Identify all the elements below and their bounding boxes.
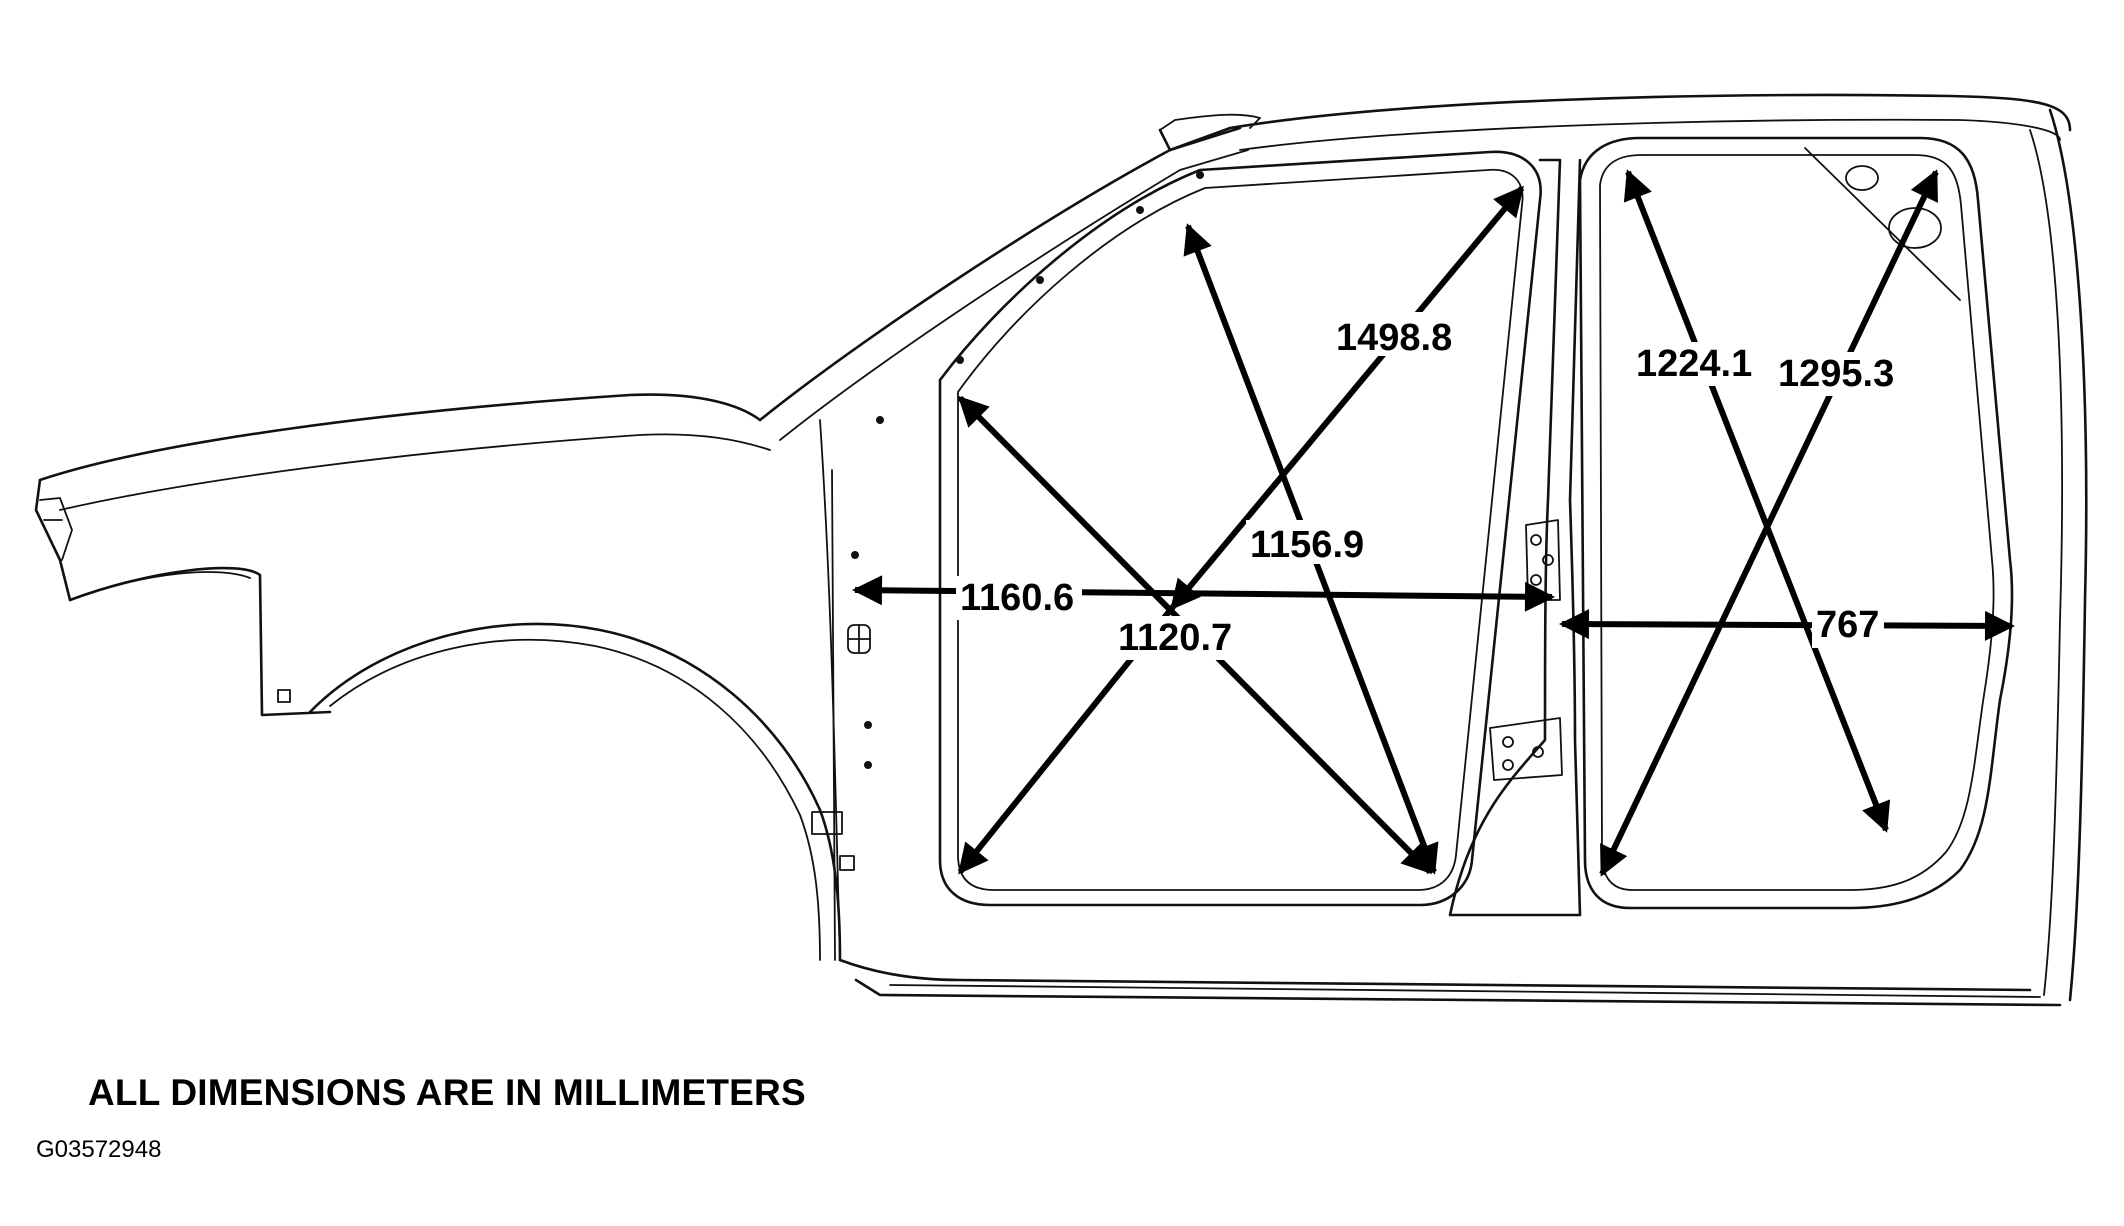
dimension-labels: 1498.8 1156.9 1160.6 1120.7 1224.1 1295.…: [956, 312, 1900, 660]
body-fastener-1: [876, 416, 884, 424]
dimension-arrows: [852, 169, 2015, 877]
fender-marker-square: [277, 689, 291, 703]
dimension-label-1156-9: 1156.9: [1250, 524, 1364, 566]
body-fastener-5: [1196, 171, 1204, 179]
front-door-opening-outer: [938, 150, 1542, 907]
b-pillar-striker-plate: [1525, 519, 1561, 601]
striker-bolt-1: [1530, 534, 1542, 546]
body-fastener-8: [864, 761, 872, 769]
rear-door-opening-inner: [1599, 154, 1995, 891]
label-bg-1224-1: [1632, 342, 1758, 386]
rear-quarter-glass-corner: [1804, 147, 1961, 301]
b-pillar-hinge-plate: [1489, 717, 1563, 781]
units-note: ALL DIMENSIONS ARE IN MILLIMETERS: [88, 1072, 806, 1113]
body-fastener-6: [851, 551, 859, 559]
wheel-arch-inner: [329, 638, 821, 961]
fender-headlamp-area: [39, 497, 73, 561]
rocker-front-marker: [839, 855, 855, 871]
rocker-panel-seam: [889, 984, 2041, 998]
dimension-label-1295-3: 1295.3: [1778, 353, 1894, 395]
rocker-panel-top: [838, 958, 2032, 992]
rocker-panel-bottom: [854, 978, 2062, 1007]
vehicle-body-side-outline: [34, 93, 2088, 1007]
roof-rail-inner: [1239, 118, 2061, 151]
rocker-front-bracket: [811, 811, 843, 835]
arrow-1295-3: [1599, 169, 1939, 877]
arrow-767: [1559, 609, 2015, 641]
fender-lower-line: [68, 566, 332, 717]
body-fastener-4: [1136, 206, 1144, 214]
hinge-bolt-3: [1502, 759, 1514, 771]
label-bg-1295-3: [1774, 352, 1900, 396]
label-bg-1160-6: [956, 576, 1082, 620]
wheel-arch-outer: [308, 622, 842, 962]
body-fastener-2: [956, 356, 964, 364]
body-fastener-3: [1036, 276, 1044, 284]
striker-bolt-3: [1530, 574, 1542, 586]
hinge-pillar-edge: [831, 469, 836, 961]
label-bg-1156-9: [1246, 520, 1372, 564]
hinge-bolt-1: [1502, 736, 1514, 748]
fender-rear-edge: [819, 419, 841, 961]
front-door-opening-inner: [957, 168, 1524, 891]
fender-crease-line: [59, 433, 771, 511]
label-bg-1498-8: [1330, 312, 1456, 356]
fender-top-line: [38, 393, 762, 482]
dimension-label-1498-8: 1498.8: [1336, 317, 1452, 359]
rear-door-opening-outer: [1578, 136, 2014, 910]
fender-inner-line: [81, 571, 251, 597]
dimension-label-767: 767: [1816, 604, 1879, 646]
cowl-access-cross: [847, 624, 871, 654]
a-pillar-outer: [758, 126, 1242, 422]
dimension-label-1160-6: 1160.6: [960, 577, 1074, 619]
roof-rail-outer: [1158, 93, 2072, 152]
body-fastener-7: [864, 721, 872, 729]
fuel-door-ring: [1845, 165, 1879, 191]
hinge-bolt-2: [1532, 746, 1544, 758]
dimension-label-1120-7: 1120.7: [1118, 617, 1232, 659]
rear-pillar-outer: [2048, 108, 2088, 1002]
label-bg-1120-7: [1114, 616, 1240, 660]
figure-id: G03572948: [36, 1136, 162, 1163]
label-bg-767: [1812, 604, 1884, 648]
fender-front-edge: [34, 478, 72, 602]
rear-pillar-inner: [2029, 129, 2063, 996]
a-pillar-inner: [779, 149, 1249, 441]
dimension-label-1224-1: 1224.1: [1636, 343, 1752, 385]
striker-bolt-2: [1542, 554, 1554, 566]
roof-front-cap: [1159, 113, 1261, 131]
